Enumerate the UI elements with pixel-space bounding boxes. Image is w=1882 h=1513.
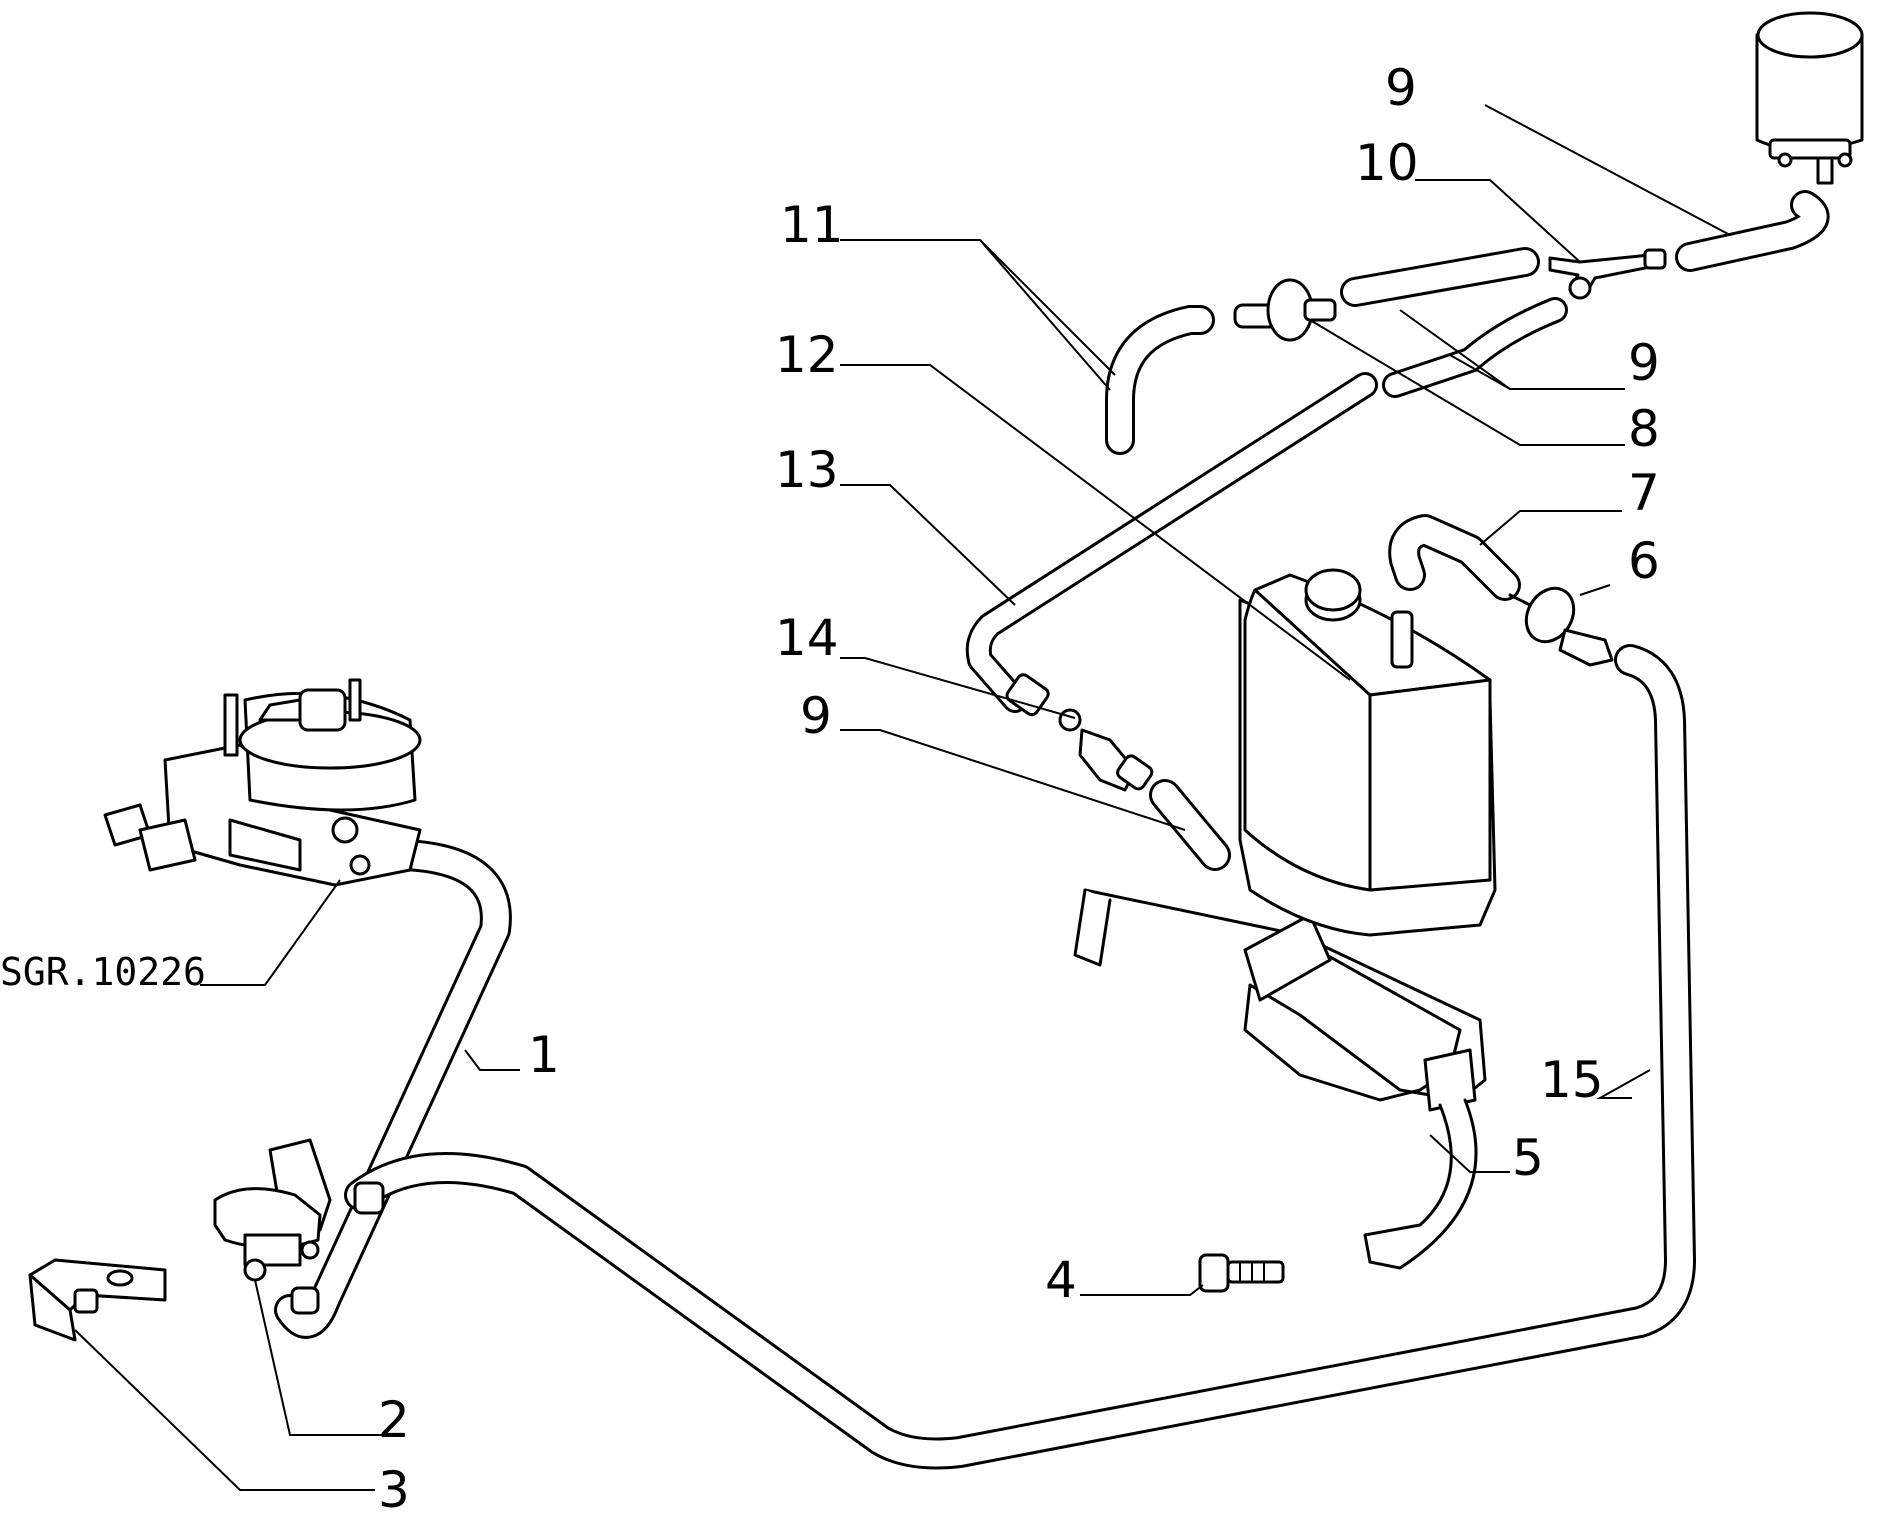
callout-6: 6 <box>1628 532 1660 590</box>
callout-9-top: 9 <box>1385 59 1417 117</box>
callout-2: 2 <box>378 1391 410 1449</box>
callout-7: 7 <box>1628 464 1660 522</box>
strap-5 <box>1073 888 1487 1270</box>
callout-1: 1 <box>528 1026 560 1084</box>
callout-14: 14 <box>775 609 839 667</box>
callout-3: 3 <box>378 1461 410 1513</box>
callout-4: 4 <box>1045 1251 1077 1309</box>
callout-12: 12 <box>775 326 839 384</box>
hose-13 <box>965 372 1378 713</box>
callout-11: 11 <box>780 196 844 254</box>
solenoid-valve-2 <box>213 1138 385 1315</box>
callout-13: 13 <box>775 441 839 499</box>
tee-10 <box>1548 248 1667 300</box>
valve-6 <box>1508 586 1614 667</box>
callout-labels: SGR.10226 1 2 3 4 5 6 7 8 9 9 9 10 11 12… <box>0 59 1660 1513</box>
elbow-11 <box>1105 305 1215 455</box>
hoses-9-upper <box>1340 190 1830 398</box>
hose-15 <box>344 644 1696 1470</box>
callout-5: 5 <box>1512 1129 1544 1187</box>
reference-code-label: SGR.10226 <box>0 950 206 994</box>
callout-9-left: 9 <box>800 687 832 745</box>
hose-9-lower <box>1149 779 1231 871</box>
bracket-3 <box>28 1258 167 1342</box>
bolt-4 <box>1198 1253 1285 1293</box>
callout-10: 10 <box>1355 134 1419 192</box>
carburettor <box>103 678 422 887</box>
hose-1 <box>274 839 512 1339</box>
callout-15: 15 <box>1540 1051 1604 1109</box>
leader-lines <box>74 104 1731 1491</box>
valve-14 <box>1005 673 1154 792</box>
callout-8: 8 <box>1628 400 1660 458</box>
canister <box>1238 568 1497 937</box>
hose-7 <box>1388 514 1521 601</box>
callout-9-right: 9 <box>1628 334 1660 392</box>
valve-8 <box>1233 278 1337 342</box>
filter-top <box>1755 11 1864 185</box>
